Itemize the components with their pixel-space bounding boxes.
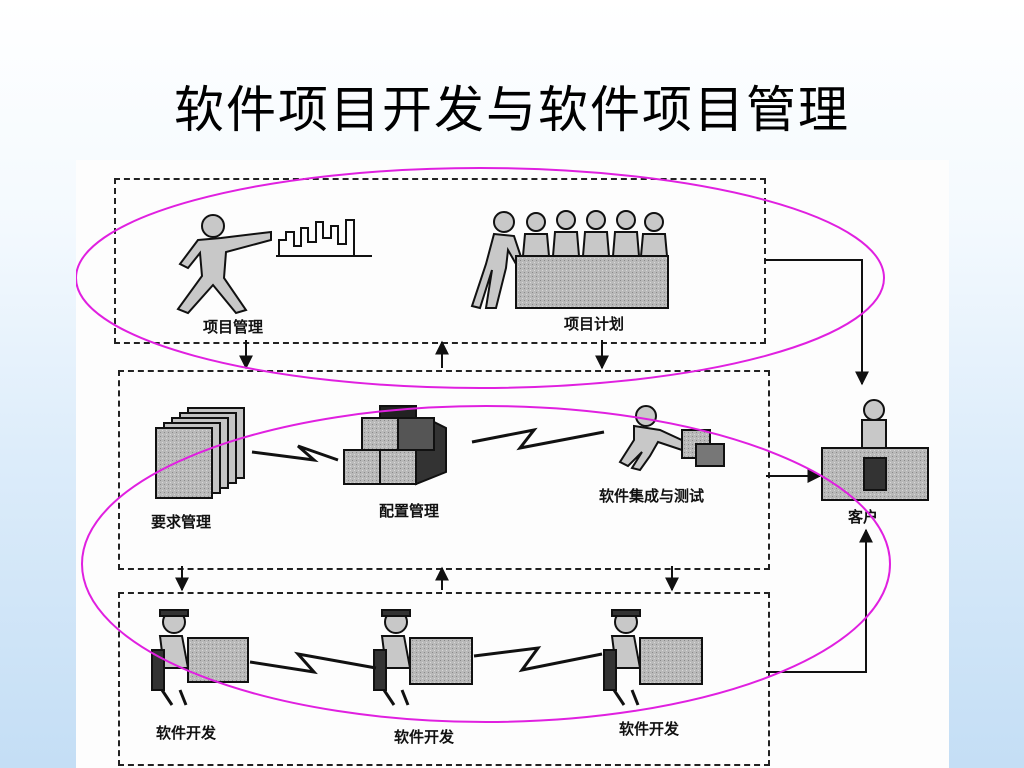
label-customer: 客户 [848,508,879,526]
project-manager-icon [176,214,372,315]
slide-title: 软件项目开发与软件项目管理 [174,81,850,139]
link-bolt-icon [251,427,605,463]
diagram-graphics [76,167,929,723]
label-project-management: 项目管理 [203,318,264,336]
diagram-figure: 项目管理 项目计划 要求管理 配置管理 软件集成与测试 软件开发 软件开发 软件… [76,160,949,768]
label-project-plan: 项目计划 [564,315,625,333]
label-software-dev-3: 软件开发 [619,720,680,738]
management-ellipse [76,167,885,389]
development-ellipse [81,405,891,723]
planning-team-icon [470,210,669,310]
label-configuration-management: 配置管理 [379,502,440,520]
developer-icon-1 [151,609,249,706]
link-bolt-icon [249,646,603,675]
label-requirements-management: 要求管理 [151,513,212,531]
label-software-dev-1: 软件开发 [156,724,217,742]
customer-icon [821,399,929,501]
label-integration-testing: 软件集成与测试 [599,487,705,505]
label-software-dev-2: 软件开发 [394,728,455,746]
documents-stack-icon [155,407,245,499]
bottom-panel [118,592,770,766]
integration-tester-icon [618,405,725,472]
config-blocks-icon [343,405,447,486]
developer-icon-3 [603,609,703,706]
flow-arrows [175,259,873,673]
developer-icon-2 [373,609,473,706]
